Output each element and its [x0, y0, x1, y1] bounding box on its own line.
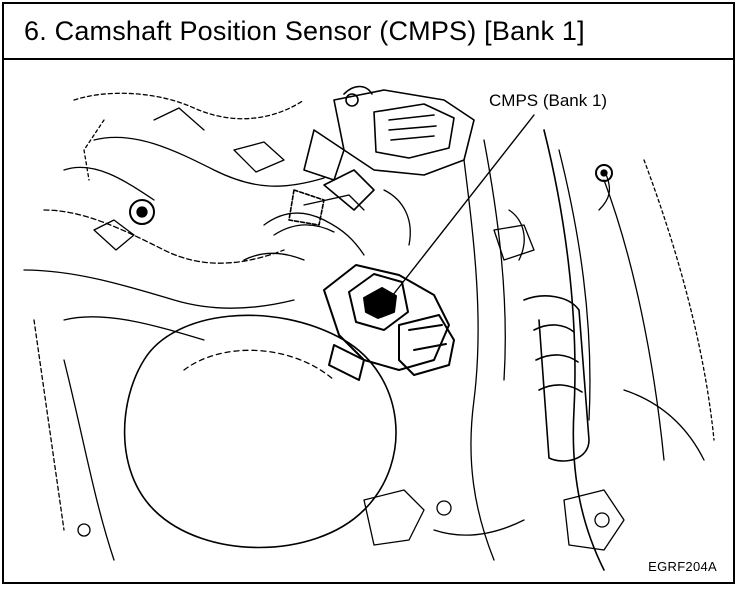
cmps-sensor [323, 264, 455, 381]
timing-cover-outline [463, 129, 715, 571]
lower-brackets [77, 389, 705, 551]
page-title: 6. Camshaft Position Sensor (CMPS) [Bank… [24, 15, 585, 46]
engine-line-drawing [23, 85, 715, 571]
figure-frame: 6. Camshaft Position Sensor (CMPS) [Bank… [2, 2, 735, 584]
callout-leader [381, 114, 535, 311]
wiring-harness [243, 189, 411, 261]
hose [523, 295, 590, 462]
pulley-cover [33, 314, 397, 561]
figure-code: EGRF204A [648, 559, 717, 574]
harness-connector-top [288, 85, 475, 226]
figure-header: 6. Camshaft Position Sensor (CMPS) [Bank… [4, 4, 733, 60]
engine-block-outline [23, 92, 325, 341]
cmps-callout-label: CMPS (Bank 1) [487, 91, 610, 111]
engine-illustration: CMPS (Bank 1) EGRF204A [4, 60, 733, 582]
bolt-head [129, 199, 155, 225]
